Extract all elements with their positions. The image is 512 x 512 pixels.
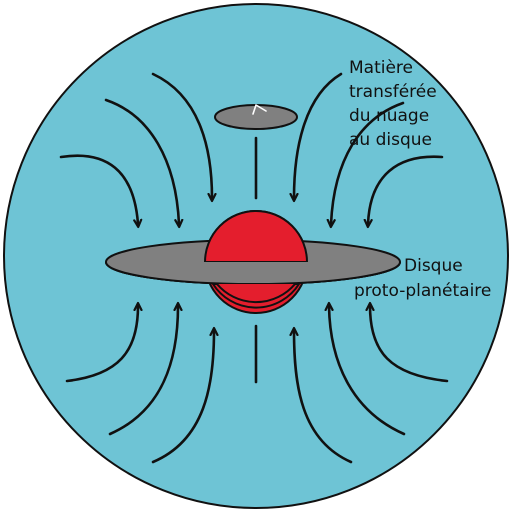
disk-label-line: Disque xyxy=(404,256,463,276)
curved-arrow-icon xyxy=(370,306,449,383)
curved-arrow-icon xyxy=(151,331,214,464)
matter-transfer-line: au disque xyxy=(349,130,432,150)
matter-transfer-label: Matière transférée du nuage au disque xyxy=(349,58,437,150)
matter-transfer-line: Matière xyxy=(349,58,413,78)
curved-arrow-icon xyxy=(331,101,405,224)
upper-inflow-arrows xyxy=(59,72,444,224)
lower-inflow-arrows xyxy=(65,306,449,464)
rotation-ring xyxy=(214,104,298,130)
curved-arrow-icon xyxy=(104,98,179,224)
matter-transfer-line: transférée xyxy=(349,82,437,102)
disk-front-fill xyxy=(106,262,400,284)
rotation-arrow-icon xyxy=(252,104,267,115)
curved-arrow-icon xyxy=(329,306,406,436)
curved-arrow-icon xyxy=(294,72,343,198)
curved-arrow-icon xyxy=(108,306,178,436)
protostar-upper xyxy=(203,210,309,263)
curved-arrow-icon xyxy=(368,155,444,224)
curved-arrow-icon xyxy=(294,331,353,464)
disk-label-line: proto-planétaire xyxy=(354,281,491,301)
matter-transfer-line: du nuage xyxy=(349,106,429,126)
curved-arrow-icon xyxy=(65,306,138,383)
curved-arrow-icon xyxy=(59,154,138,224)
protostar-bottom xyxy=(216,283,296,304)
curved-arrow-icon xyxy=(151,72,212,198)
disk-label: Disque proto-planétaire xyxy=(354,256,491,301)
